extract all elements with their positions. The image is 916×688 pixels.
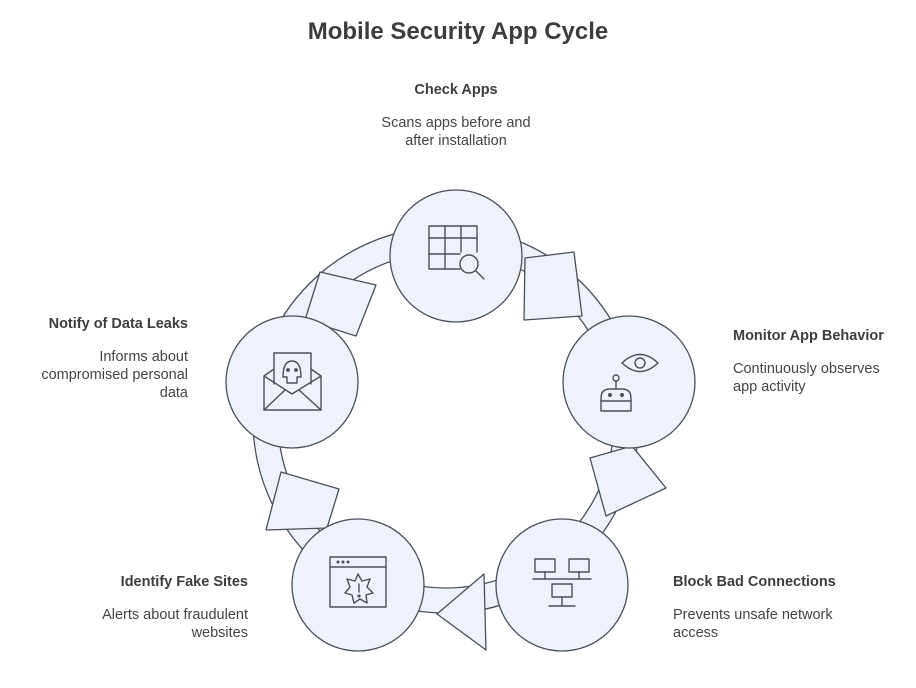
label-monitor-app-behavior: Monitor App Behavior Continuously observ…: [733, 327, 908, 396]
browser-alert-icon: [329, 556, 387, 608]
node-monitor-app-behavior: [562, 315, 696, 449]
node-identify-fake-sites: [291, 518, 425, 652]
network-icon: [532, 558, 592, 607]
step-title: Monitor App Behavior: [733, 328, 884, 344]
label-check-apps: Check Apps Scans apps before and after i…: [356, 81, 556, 150]
node-block-bad-connections: [495, 518, 629, 652]
app-scan-icon: [428, 225, 485, 280]
step-title: Notify of Data Leaks: [48, 316, 188, 332]
label-identify-fake-sites: Identify Fake Sites Alerts about fraudul…: [48, 573, 248, 642]
diagram-title: Mobile Security App Cycle: [307, 18, 609, 45]
node-notify-data-leaks: [225, 315, 359, 449]
step-description: Prevents unsafe network access: [673, 607, 833, 641]
step-title: Check Apps: [414, 82, 498, 98]
label-notify-data-leaks: Notify of Data Leaks Informs about compr…: [8, 315, 188, 402]
step-description: Alerts about fraudulent websites: [102, 607, 248, 641]
arrow-1: [523, 251, 583, 321]
label-block-bad-connections: Block Bad Connections Prevents unsafe ne…: [673, 573, 873, 642]
arrow-5: [304, 271, 377, 337]
mail-skull-icon: [263, 352, 322, 411]
arrow-3: [436, 573, 487, 651]
robot-eye-icon: [600, 353, 659, 412]
step-title: Block Bad Connections: [673, 574, 836, 590]
step-description: Informs about compromised personal data: [41, 349, 188, 401]
step-description: Continuously observes app activity: [733, 361, 880, 395]
arrow-2: [589, 445, 667, 517]
step-description: Scans apps before and after installation: [381, 115, 531, 149]
node-check-apps: [389, 189, 523, 323]
step-title: Identify Fake Sites: [120, 574, 248, 590]
